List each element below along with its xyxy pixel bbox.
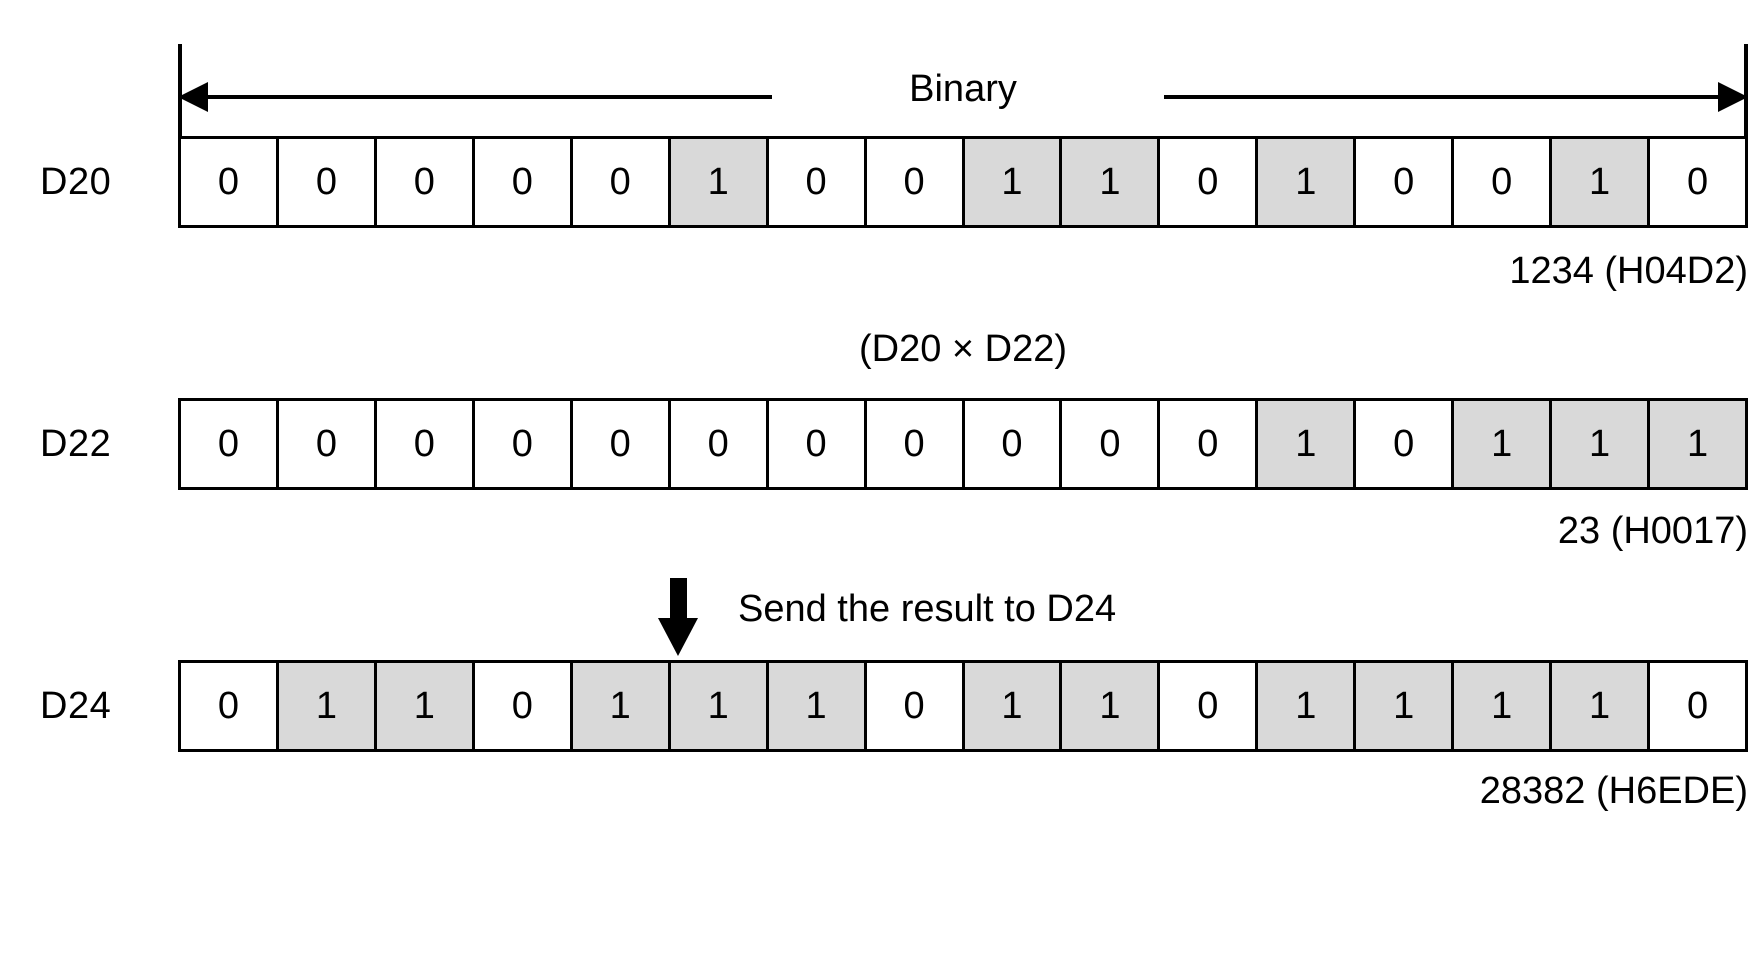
- bit-cell: 0: [474, 139, 573, 225]
- bit-cell: 1: [964, 139, 1063, 225]
- register-label-d24: D24: [40, 685, 112, 727]
- send-result-text: Send the result to D24: [738, 588, 1117, 630]
- bit-cell: 1: [670, 663, 769, 749]
- bit-cell: 0: [572, 401, 671, 487]
- binary-span-annotation: Binary: [178, 44, 1748, 136]
- bit-cell: 1: [1258, 401, 1357, 487]
- bit-cell: 1: [376, 663, 475, 749]
- arrow-down-icon: [658, 578, 698, 656]
- bit-cell: 0: [1356, 401, 1455, 487]
- register-label-d22: D22: [40, 423, 112, 465]
- bit-cell: 0: [181, 139, 279, 225]
- arrow-right-icon: [1718, 82, 1748, 112]
- bit-cell: 0: [376, 401, 475, 487]
- arrow-left-icon: [178, 82, 208, 112]
- bit-cell: 1: [1258, 139, 1357, 225]
- bit-cell: 0: [1160, 139, 1259, 225]
- bit-cell: 1: [1062, 663, 1161, 749]
- register-label-d20: D20: [40, 161, 112, 203]
- bit-cell: 0: [1356, 139, 1455, 225]
- bit-cell: 0: [474, 663, 573, 749]
- bit-cell: 0: [1454, 139, 1553, 225]
- bit-cell: 0: [866, 139, 965, 225]
- bit-cell: 0: [1062, 401, 1161, 487]
- bit-cell: 1: [1454, 663, 1553, 749]
- value-caption-d22: 23 (H0017): [1557, 510, 1748, 552]
- bit-cell: 1: [1650, 401, 1745, 487]
- span-arrow-line-left: [184, 95, 772, 99]
- value-caption-d20: 1234 (H04D2): [1509, 250, 1748, 292]
- bit-cell: 0: [866, 401, 965, 487]
- bit-cell: 0: [1650, 139, 1745, 225]
- bit-cell: 0: [866, 663, 965, 749]
- span-label-binary: Binary: [891, 70, 1035, 108]
- bit-cell: 1: [768, 663, 867, 749]
- send-result-annotation: Send the result to D24: [178, 578, 1748, 658]
- bit-cell: 1: [278, 663, 377, 749]
- bit-cell: 0: [1650, 663, 1745, 749]
- bit-cell: 1: [1552, 401, 1651, 487]
- bit-cell: 1: [1552, 139, 1651, 225]
- bit-cell: 0: [670, 401, 769, 487]
- bit-cell: 1: [670, 139, 769, 225]
- bit-cell: 1: [1552, 663, 1651, 749]
- operation-label: (D20 × D22): [858, 328, 1068, 370]
- bit-cell: 0: [181, 663, 279, 749]
- bit-cell: 1: [572, 663, 671, 749]
- bit-cell: 0: [474, 401, 573, 487]
- bit-cell: 1: [1454, 401, 1553, 487]
- arrow-down-head: [658, 618, 698, 656]
- bit-cell: 0: [278, 139, 377, 225]
- bit-cell: 0: [572, 139, 671, 225]
- arrow-down-shaft: [670, 578, 687, 624]
- bit-cell: 0: [1160, 401, 1259, 487]
- bit-cell: 0: [768, 401, 867, 487]
- bit-cell: 0: [376, 139, 475, 225]
- bit-cell: 0: [278, 401, 377, 487]
- bit-cell: 0: [964, 401, 1063, 487]
- bit-cell: 1: [1258, 663, 1357, 749]
- span-arrow-line-right: [1164, 95, 1742, 99]
- bit-cell: 0: [181, 401, 279, 487]
- value-caption-d24: 28382 (H6EDE): [1479, 770, 1748, 812]
- bit-cell: 0: [768, 139, 867, 225]
- bit-cell: 1: [1356, 663, 1455, 749]
- bit-cell: 0: [1160, 663, 1259, 749]
- bit-cell: 1: [964, 663, 1063, 749]
- bit-cell: 1: [1062, 139, 1161, 225]
